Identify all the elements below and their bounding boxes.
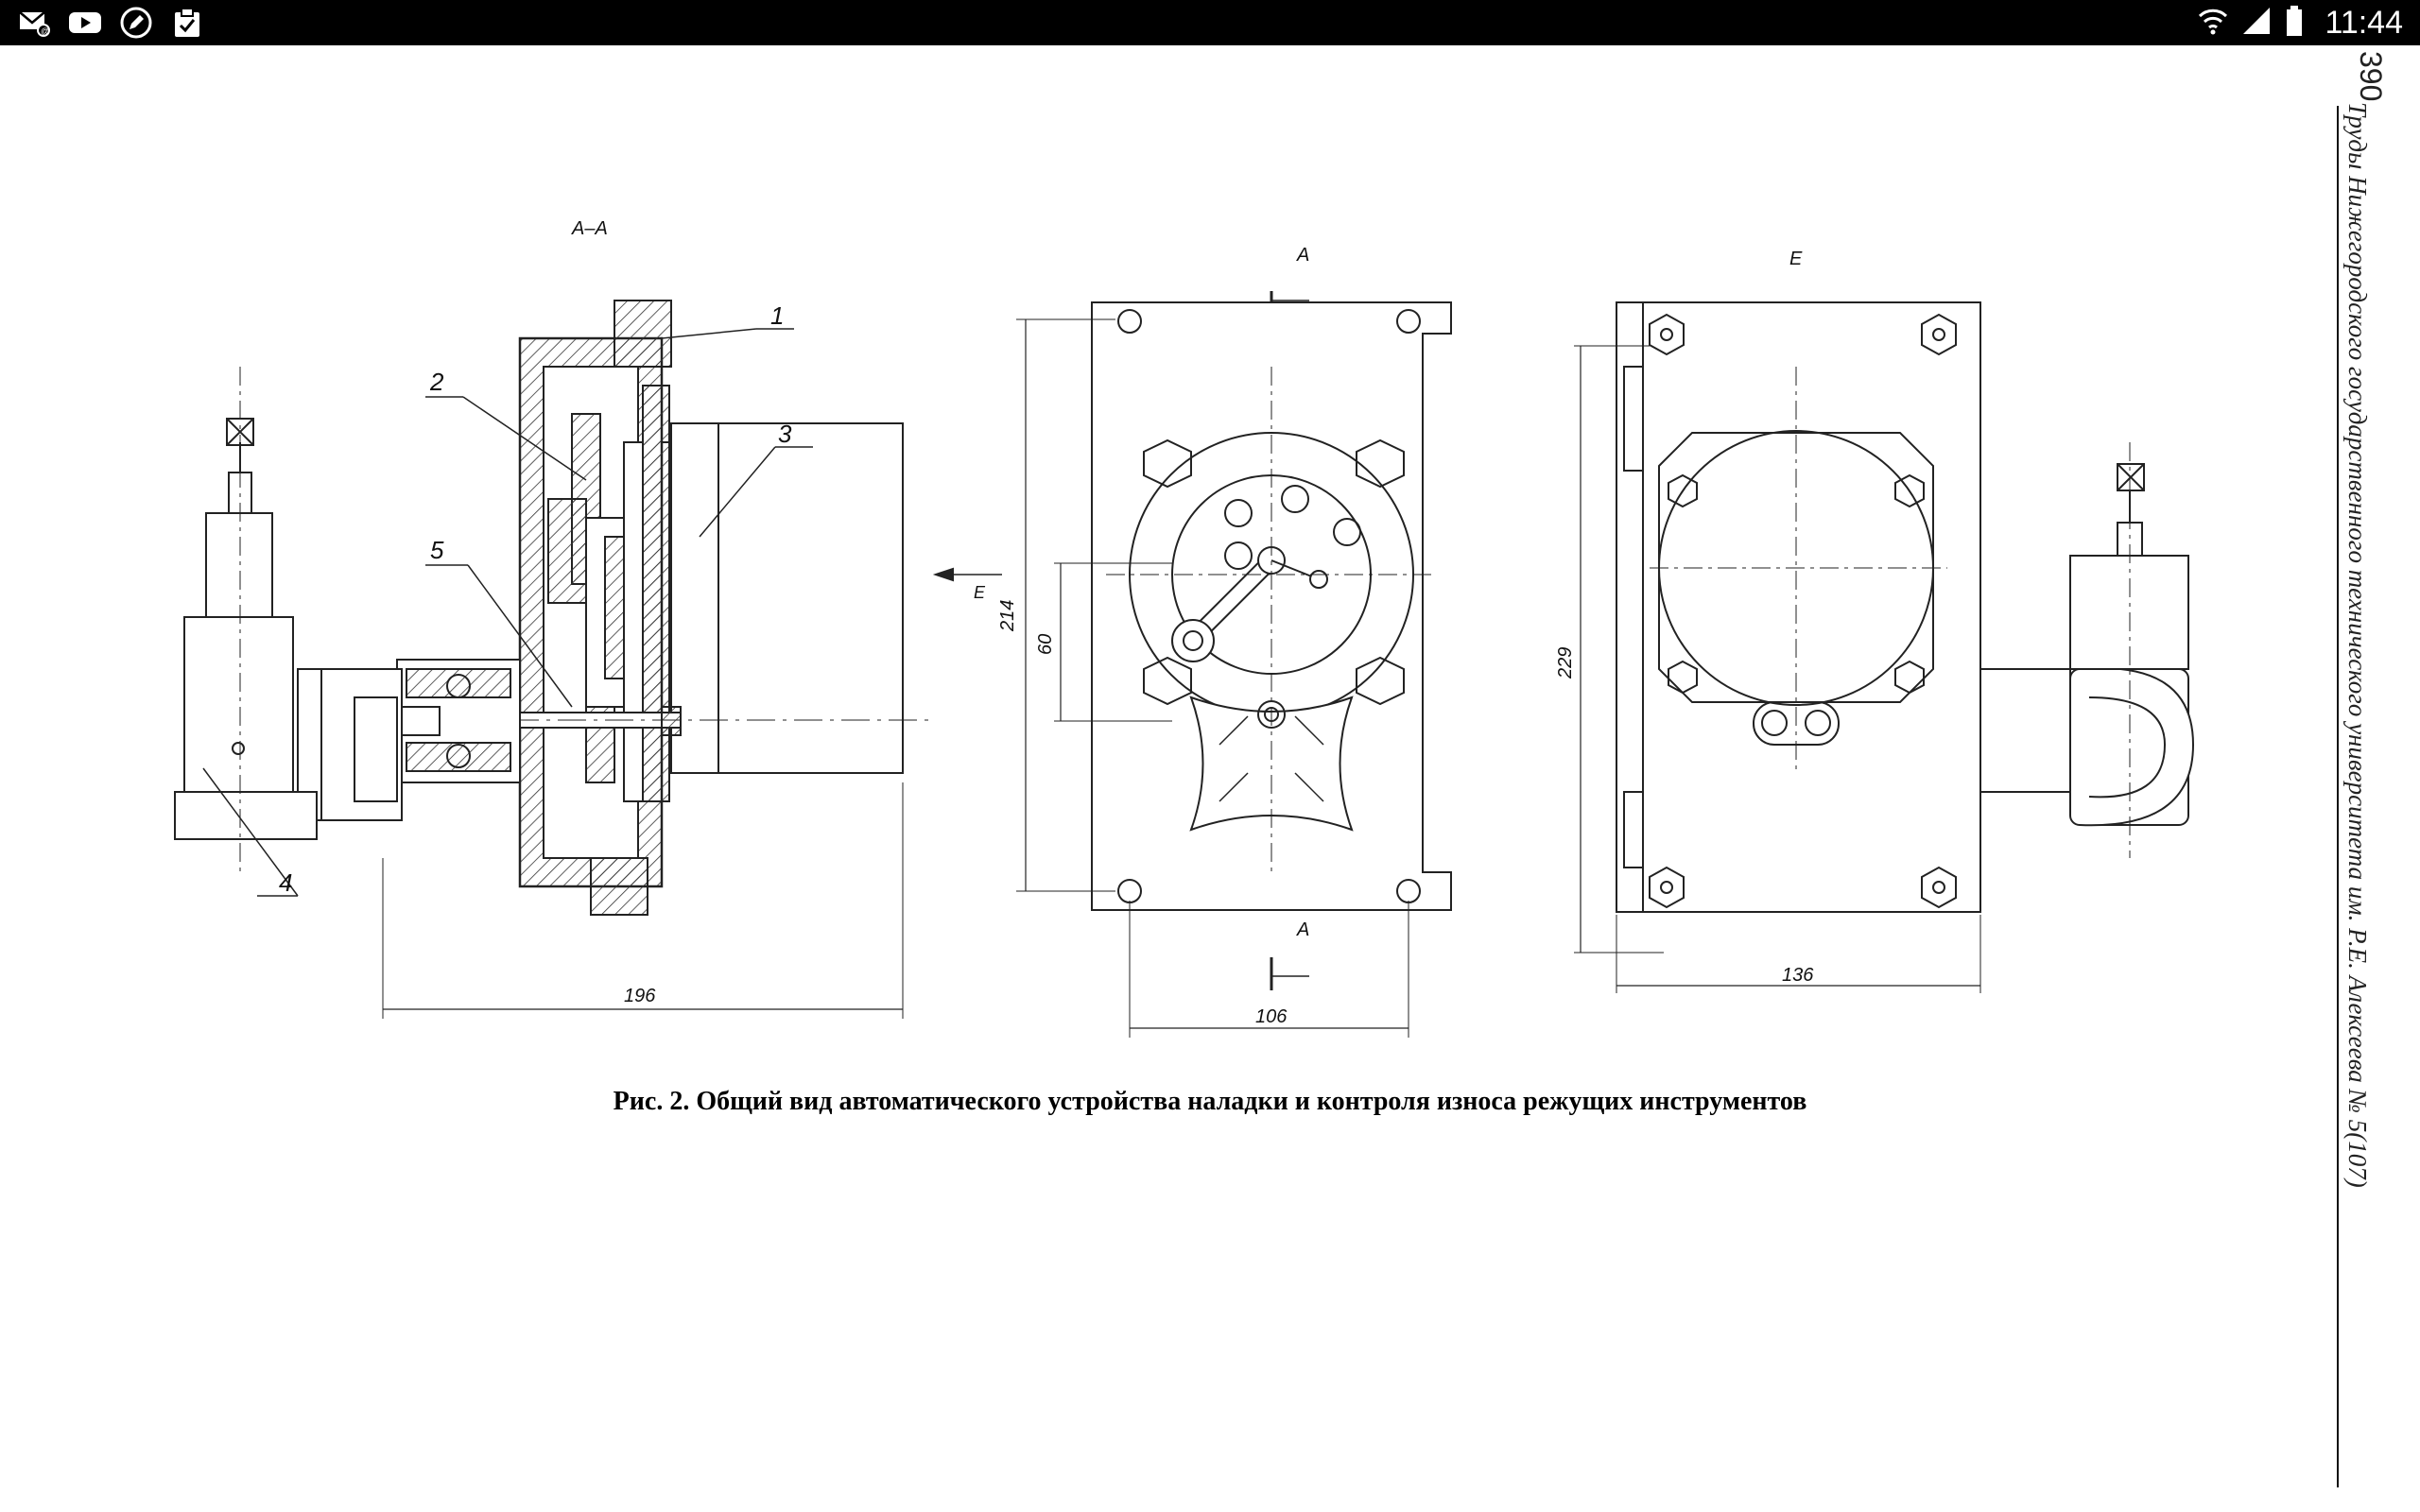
- edit-icon: [119, 6, 153, 40]
- youtube-icon: [68, 6, 102, 40]
- dimension-height-middle: 214: [997, 600, 1018, 632]
- view-e: Е: [1555, 249, 2195, 993]
- status-bar: @ 11:44: [0, 0, 2420, 45]
- notification-icons: @: [17, 6, 204, 40]
- page-number: 390: [2354, 51, 2388, 102]
- figure-caption: Рис. 2. Общий вид автоматического устрой…: [613, 1087, 1807, 1116]
- arrow-label-top: А: [1296, 245, 1309, 266]
- svg-text:@: @: [41, 26, 49, 36]
- header-rule: [2337, 106, 2339, 1487]
- signal-icon: [2241, 6, 2273, 41]
- dimension-height-right: 229: [1555, 647, 1576, 679]
- arrow-label-bottom: А: [1296, 919, 1309, 940]
- front-view: А: [997, 245, 1452, 1038]
- section-label: А–А: [571, 218, 608, 239]
- callout-1: 1: [770, 301, 784, 330]
- mail-icon: @: [17, 6, 51, 40]
- clipboard-check-icon: [170, 6, 204, 40]
- clock: 11:44: [2325, 4, 2403, 41]
- dimension-width-right: 136: [1782, 965, 1814, 986]
- battery-icon: [2285, 5, 2304, 42]
- technical-drawing: А–А: [174, 218, 2195, 1038]
- dimension-inner-middle: 60: [1035, 634, 1056, 655]
- arrow-label-side: Е: [974, 583, 986, 602]
- view-label: Е: [1789, 249, 1803, 269]
- dimension-width-left: 196: [624, 986, 656, 1006]
- callout-5: 5: [430, 536, 444, 564]
- dimension-width-middle: 106: [1255, 1006, 1288, 1027]
- callout-2: 2: [429, 368, 444, 396]
- callout-4: 4: [279, 868, 292, 897]
- callout-3: 3: [778, 420, 792, 448]
- document-page[interactable]: А–А: [0, 45, 2420, 1512]
- section-view-a-a: А–А: [174, 218, 1002, 1019]
- system-icons: 11:44: [2196, 0, 2403, 45]
- running-header: Труды Нижегородского государственного те…: [2343, 102, 2373, 1188]
- wifi-icon: [2196, 5, 2230, 42]
